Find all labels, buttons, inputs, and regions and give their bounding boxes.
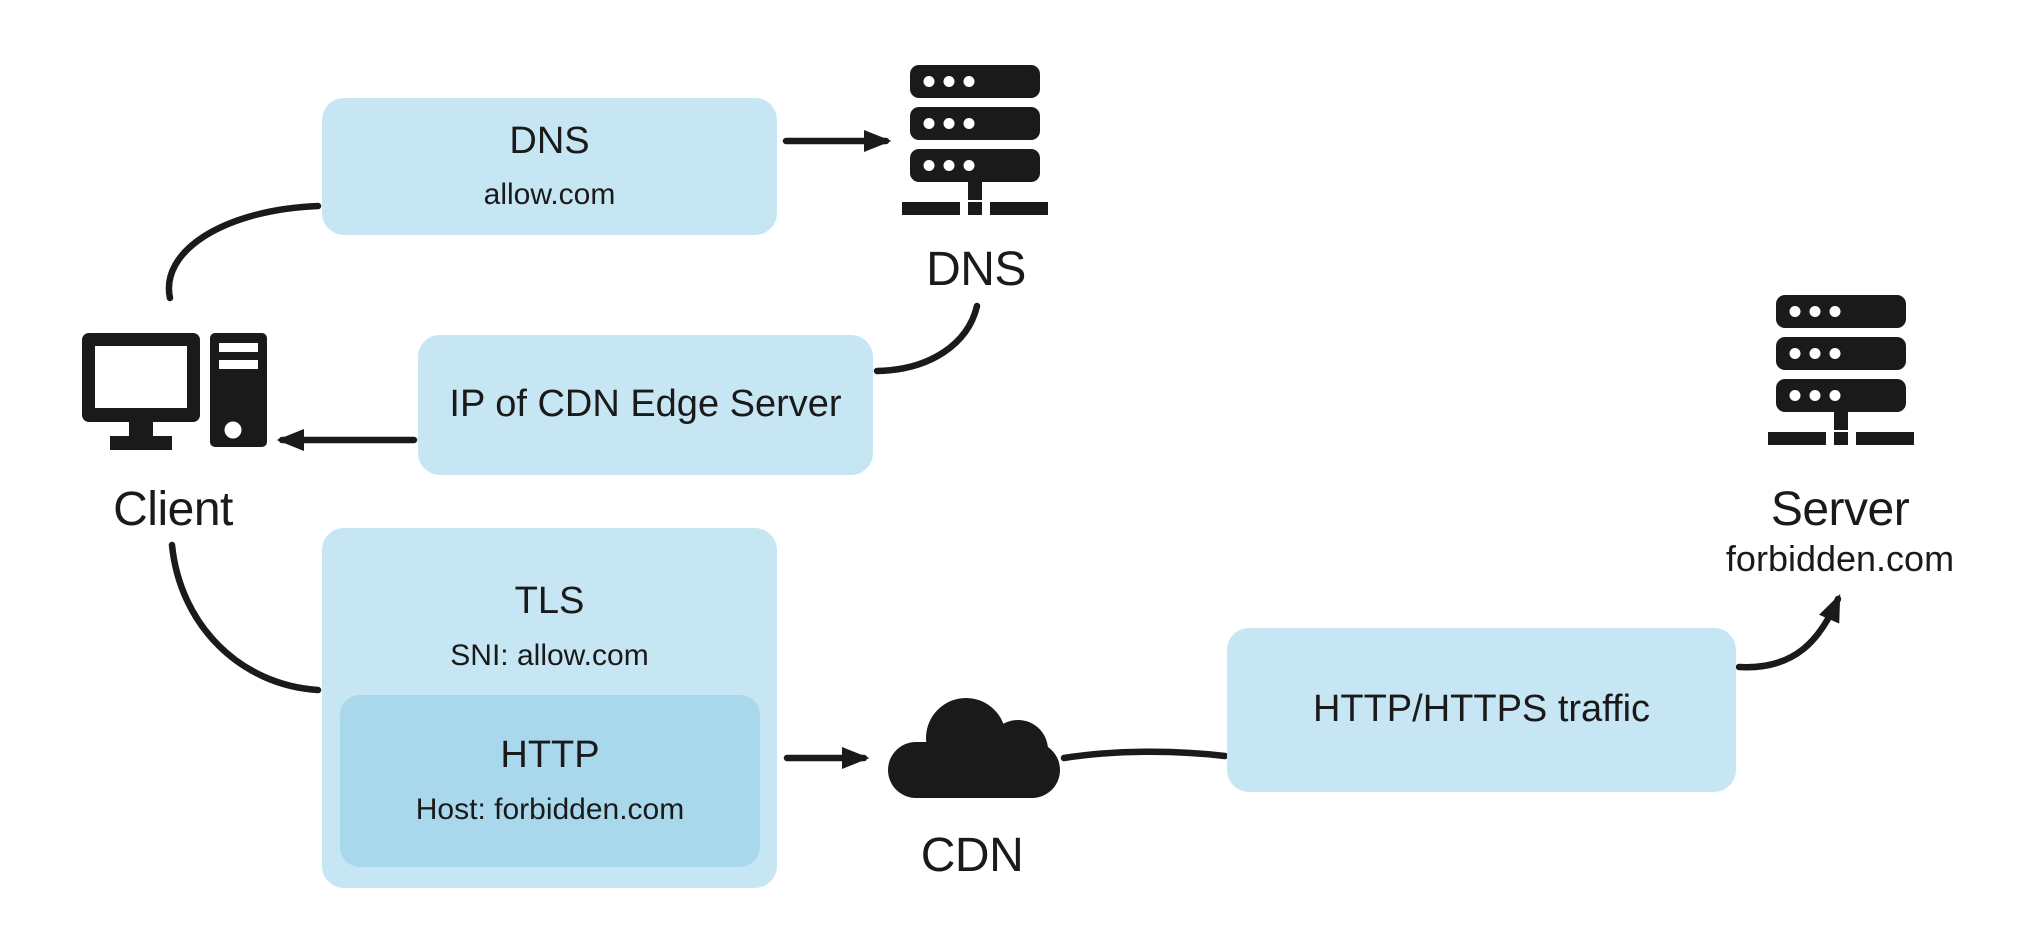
http-host: Host: forbidden.com — [415, 792, 685, 826]
dns-query-box: DNS allow.com — [322, 98, 777, 235]
http-title: HTTP — [500, 734, 600, 777]
dns-response-box: IP of CDN Edge Server — [418, 335, 873, 475]
http-inner-box: HTTP Host: forbidden.com — [340, 695, 760, 867]
traffic-box: HTTP/HTTPS traffic — [1227, 628, 1736, 792]
edge-cdn-to-traffic — [1060, 748, 1229, 762]
edge-traffic-to-server — [1735, 593, 1842, 671]
server-rack-icon — [1768, 295, 1914, 445]
tls-title: TLS — [514, 580, 585, 622]
dns-response-title: IP of CDN Edge Server — [449, 383, 842, 426]
cdn-label: CDN — [920, 829, 1024, 882]
edge-client-to-tls — [168, 541, 322, 694]
traffic-title: HTTP/HTTPS traffic — [1312, 688, 1651, 731]
edge-dns-server-to-dns-response — [873, 302, 981, 375]
dns-query-title: DNS — [509, 119, 590, 162]
cloud-icon — [888, 698, 1060, 798]
dns-query-domain: allow.com — [483, 178, 616, 212]
origin-server-domain: forbidden.com — [1725, 538, 1955, 579]
edge-client-to-dns-query — [165, 202, 322, 302]
client-label: Client — [113, 483, 233, 536]
tls-sni: SNI: allow.com — [450, 638, 649, 672]
desktop-computer-icon — [82, 333, 267, 450]
tls-envelope-box: TLS SNI: allow.com HTTP Host: forbidden.… — [322, 528, 777, 888]
server-rack-icon — [902, 65, 1048, 215]
dns-server-label: DNS — [926, 243, 1026, 296]
origin-server-label: Server — [1770, 483, 1910, 536]
